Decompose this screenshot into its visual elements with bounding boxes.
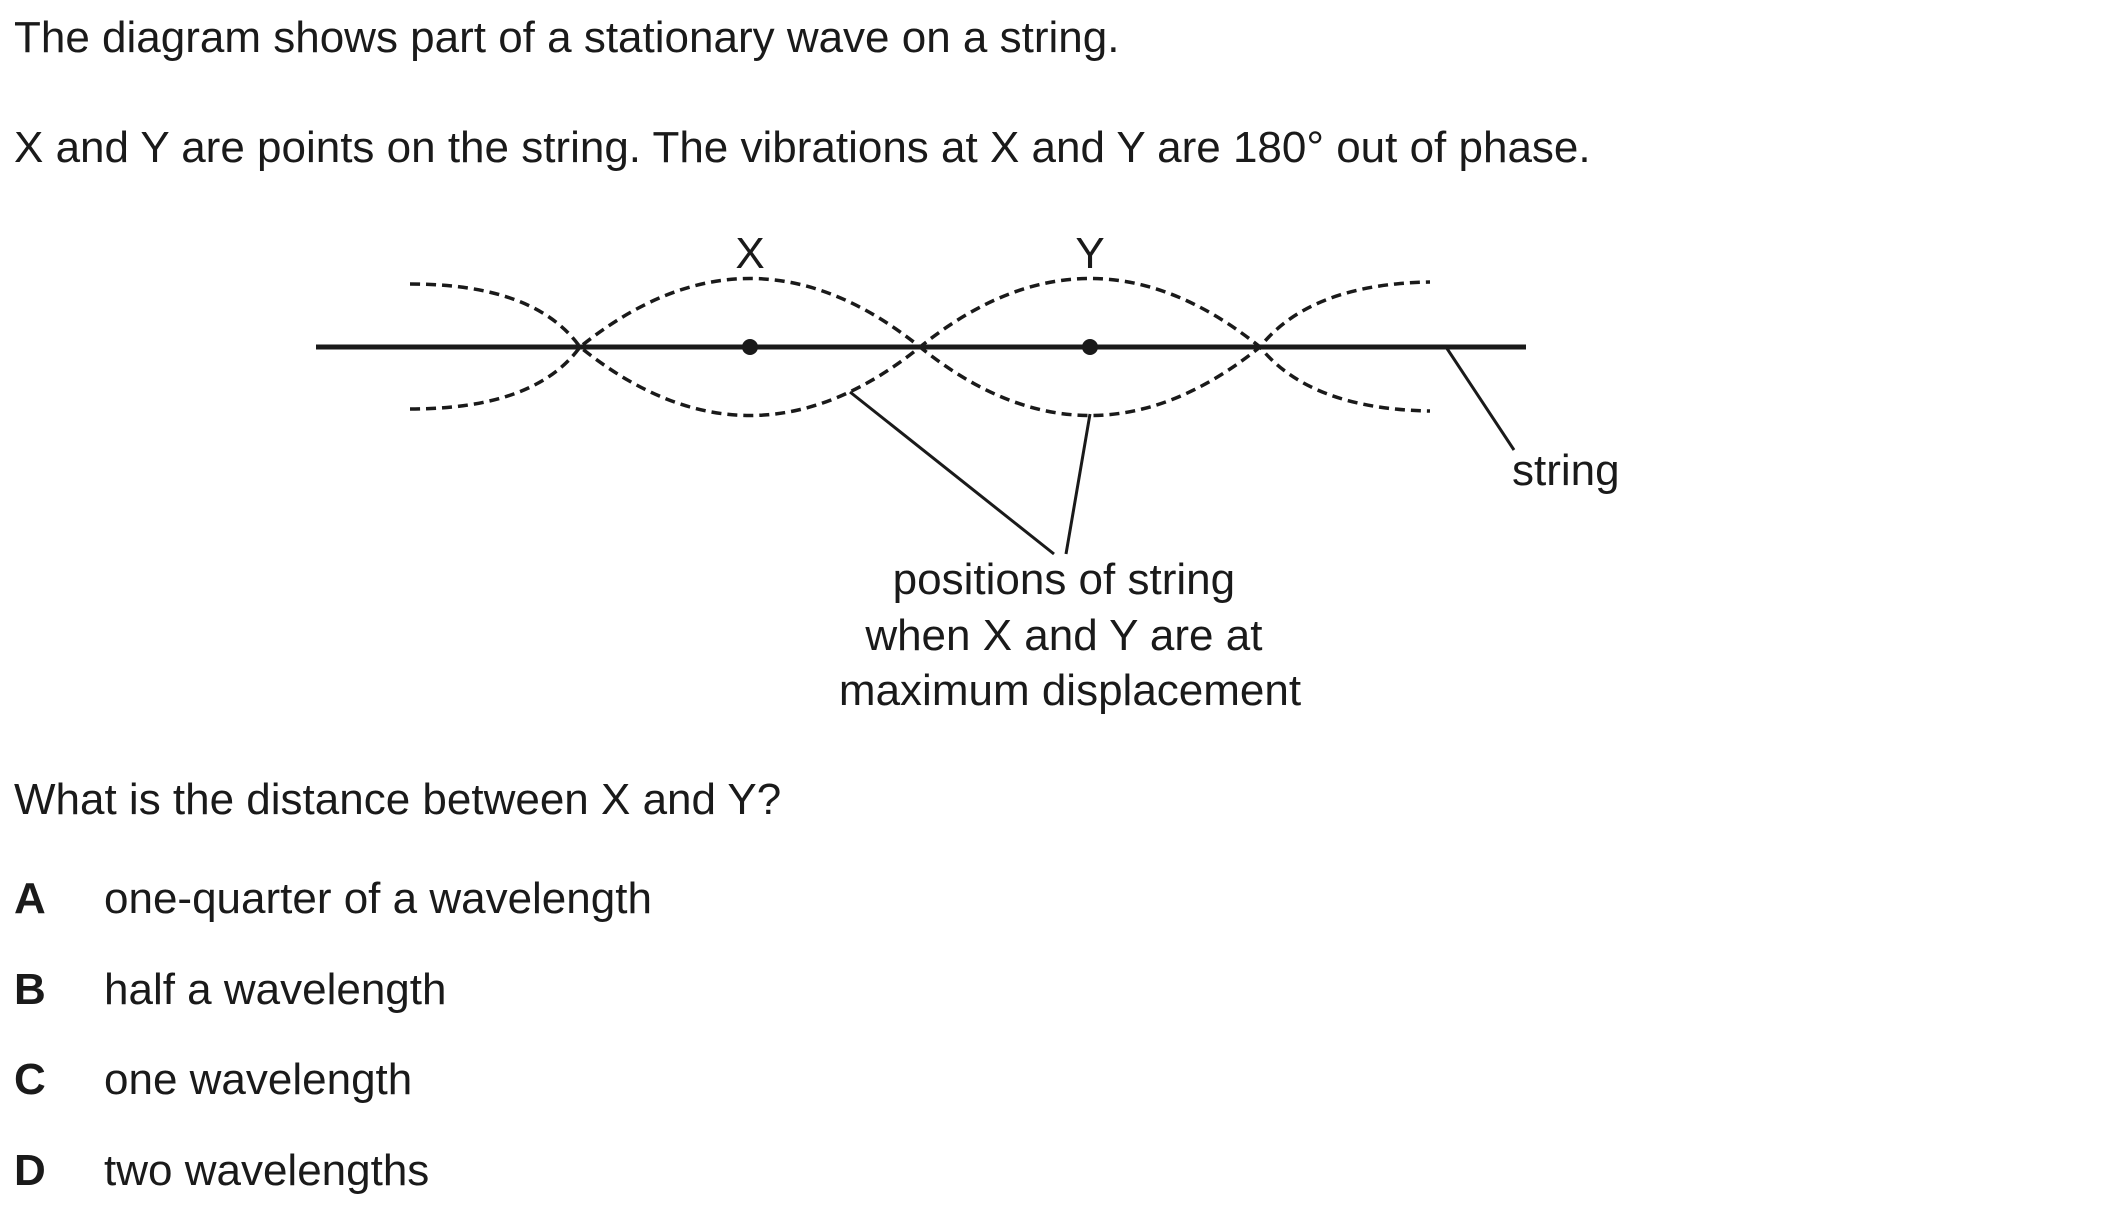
string-leader-line: [1444, 346, 1516, 451]
point-y-dot: [1082, 339, 1098, 355]
option-letter: B: [14, 965, 46, 1014]
positions-label-line-2: when X and Y are at: [864, 611, 1262, 660]
question-intro: The diagram shows part of a stationary w…: [14, 13, 1120, 62]
wave-envelope-lower: [409, 344, 1431, 418]
wave-envelope-upper: [409, 276, 1431, 350]
positions-leader-line-2: [1064, 413, 1092, 555]
option-letter: D: [14, 1146, 46, 1195]
question-prompt: What is the distance between X and Y?: [14, 775, 782, 824]
option-text: one-quarter of a wavelength: [104, 874, 652, 923]
positions-label-line-3: maximum displacement: [839, 666, 1301, 715]
positions-leader-line-1: [849, 390, 1055, 556]
point-y-label: Y: [1075, 229, 1104, 278]
option-text: half a wavelength: [104, 965, 447, 1014]
option-letter: A: [14, 874, 46, 923]
option-text: two wavelengths: [104, 1146, 430, 1195]
stationary-wave-diagram: X Y string positions of string when X an…: [316, 229, 1620, 715]
option-letter: C: [14, 1055, 46, 1104]
positions-label-line-1: positions of string: [893, 555, 1235, 604]
point-x-dot: [742, 339, 758, 355]
option-text: one wavelength: [104, 1055, 413, 1104]
question-info: X and Y are points on the string. The vi…: [14, 123, 1591, 172]
positions-label: positions of string when X and Y are at …: [839, 555, 1301, 715]
point-x-label: X: [735, 229, 764, 278]
string-label: string: [1512, 446, 1620, 495]
